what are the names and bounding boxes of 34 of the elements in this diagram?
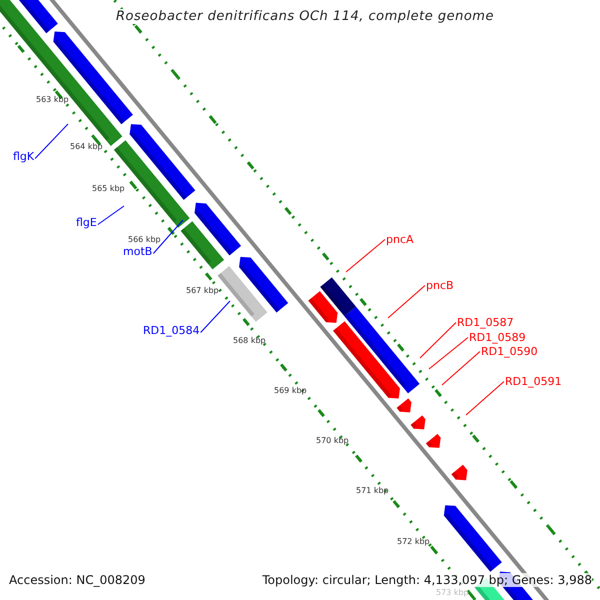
- tick-label: 572 kbp: [397, 537, 430, 547]
- gene-label: pncA: [386, 233, 414, 246]
- leader-line: [428, 337, 468, 370]
- gene-label: flgE: [76, 216, 97, 229]
- leader-line: [152, 220, 184, 254]
- gene-label: RD1_0590: [481, 345, 538, 358]
- leader-line: [200, 300, 230, 333]
- gene-label: RD1_0587: [457, 316, 514, 329]
- gene-label: flgK: [13, 150, 34, 163]
- tick-label: 568 kbp: [233, 336, 266, 346]
- tick-label: 569 kbp: [274, 386, 307, 396]
- tick-label: 573 kbp: [436, 588, 469, 598]
- leader-line: [466, 381, 504, 416]
- gene-label: RD1_0589: [469, 331, 526, 344]
- leader-line: [97, 206, 124, 225]
- gene-label: RD1_0591: [505, 375, 562, 388]
- leader-line: [442, 351, 480, 386]
- tick-label: 564 kbp: [70, 142, 103, 152]
- tick-label: 563 kbp: [36, 95, 69, 105]
- title: Roseobacter denitrificans OCh 114, complete genome: [116, 9, 494, 24]
- tick-label: 566 kbp: [128, 235, 161, 245]
- leader-line: [34, 124, 68, 159]
- leader-line: [420, 322, 456, 358]
- genome-info-text: Topology: circular; Length: 4,133,097 bp; Genes: 3,988: [262, 573, 592, 587]
- tick-label: 567 kbp: [186, 286, 219, 296]
- gene-label: RD1_0584: [143, 324, 200, 337]
- gene-label: pncB: [426, 279, 454, 292]
- accession-text: Accession: NC_008209: [9, 573, 146, 587]
- leader-line: [346, 239, 386, 272]
- tick-label: 571 kbp: [356, 486, 389, 496]
- tick-label: 565 kbp: [92, 184, 125, 194]
- gene-label: motB: [123, 245, 152, 258]
- tick-label: 570 kbp: [316, 436, 349, 446]
- leader-line: [388, 285, 426, 318]
